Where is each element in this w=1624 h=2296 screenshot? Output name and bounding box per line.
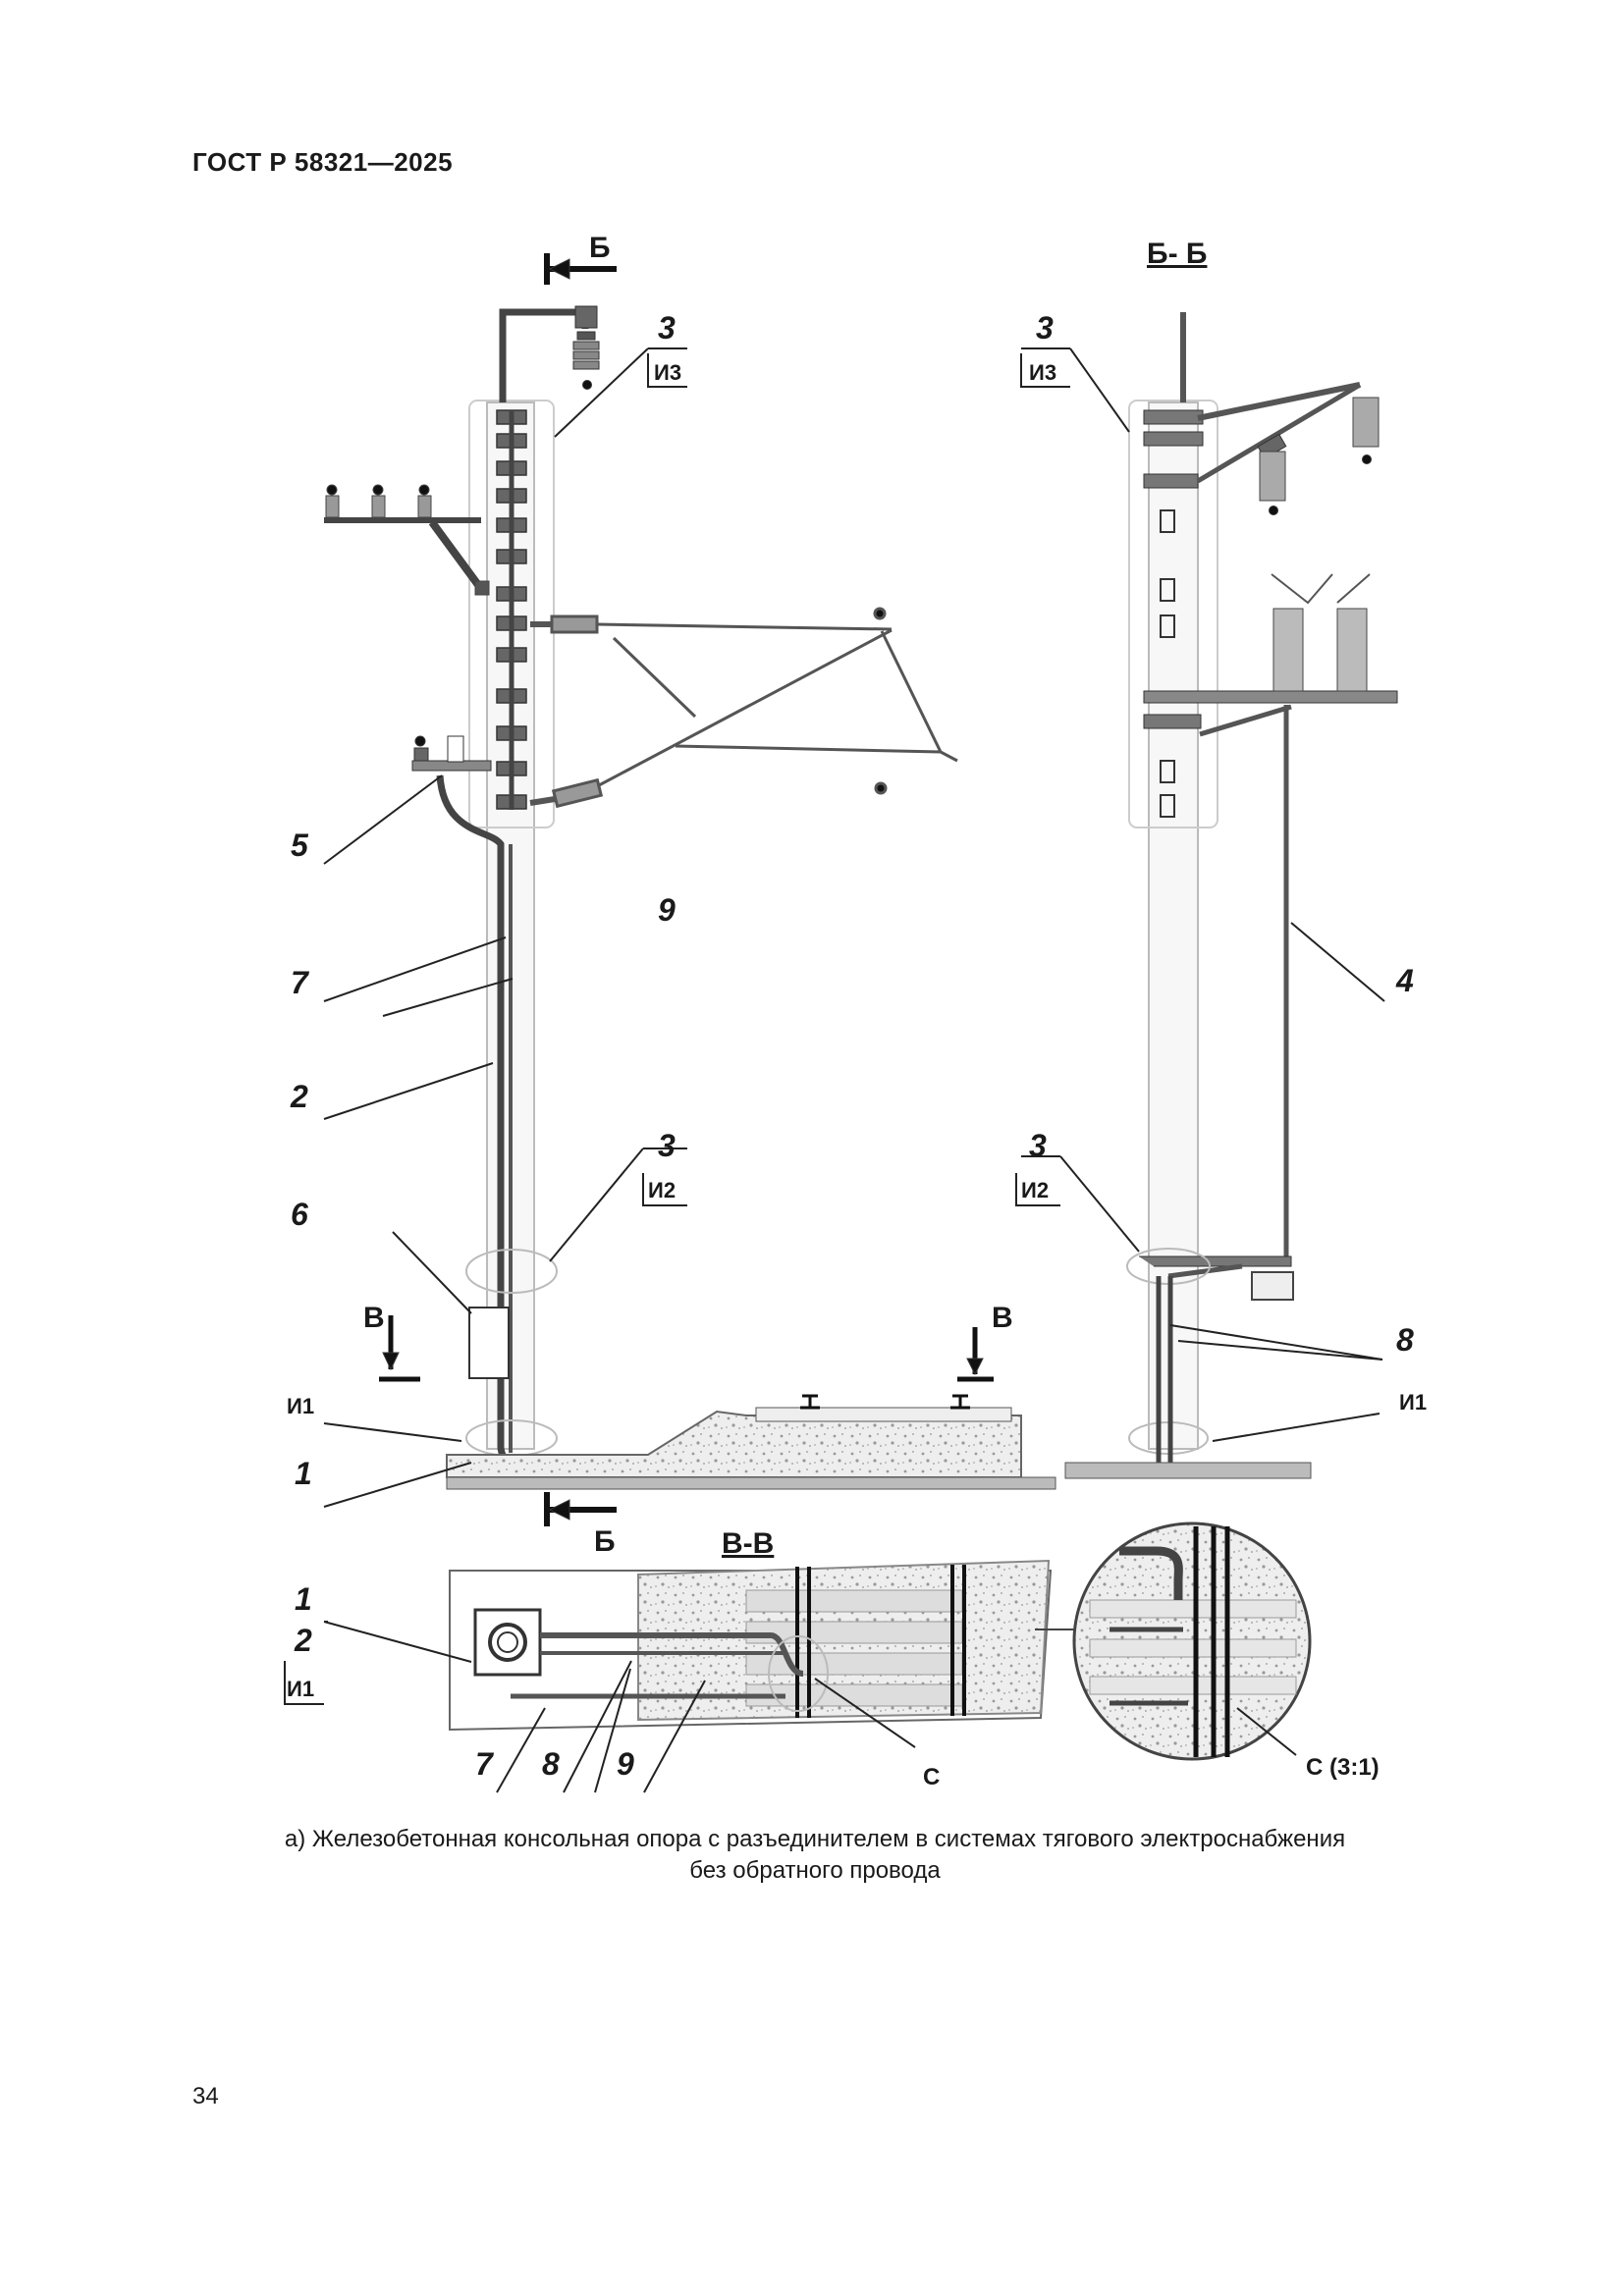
callout-1-plan: 1 — [295, 1581, 312, 1617]
callout-7: 7 — [291, 965, 310, 1000]
ground-box-6 — [468, 1307, 510, 1379]
callout-1: 1 — [295, 1456, 312, 1491]
bb-windows — [1160, 509, 1175, 818]
callout-9-plan: 9 — [617, 1746, 634, 1782]
crossarm-left — [324, 484, 490, 596]
pole-top-frame — [468, 400, 555, 828]
callout-3-i2-left: 3 — [658, 1128, 676, 1163]
tag-i1-right: И1 — [1399, 1390, 1427, 1415]
detail-c — [1072, 1522, 1312, 1761]
tag-i3-left: И3 — [654, 360, 681, 385]
callout-8-right: 8 — [1396, 1322, 1414, 1358]
callout-8-plan: 8 — [542, 1746, 560, 1782]
callout-4: 4 — [1395, 963, 1414, 998]
section-bb-title: Б- Б — [1147, 238, 1207, 270]
left-pole-view — [324, 253, 1056, 1526]
callout-7-plan: 7 — [475, 1746, 495, 1782]
base-plate — [473, 1608, 542, 1677]
leaders-right — [1021, 347, 1385, 1442]
top-insulator — [572, 331, 600, 390]
rail-left — [800, 1394, 820, 1410]
callout-3-i2-right: 3 — [1029, 1128, 1047, 1163]
cut-b-top: Б — [589, 232, 611, 264]
cut-v-left: В — [363, 1302, 385, 1334]
leaders-left — [323, 347, 687, 1508]
callout-3-i3-right: 3 — [1036, 310, 1054, 346]
page-number: 34 — [192, 2083, 219, 2109]
callout-9: 9 — [658, 892, 676, 928]
bb-insulator-2 — [1259, 451, 1286, 515]
caption-line-1: а) Железобетонная консольная опора с раз… — [284, 1826, 1346, 1852]
tag-i2-left: И2 — [648, 1178, 676, 1202]
leaders-plan — [323, 1621, 1297, 1793]
bb-insulator-1 — [1352, 397, 1380, 464]
rail-right — [950, 1394, 970, 1410]
tag-i2-right: И2 — [1021, 1178, 1049, 1202]
tag-i3-right: И3 — [1029, 360, 1056, 385]
cut-v-right: В — [992, 1302, 1013, 1334]
cut-b-bottom: Б — [594, 1525, 616, 1558]
callout-6: 6 — [291, 1197, 308, 1232]
callout-2: 2 — [290, 1079, 308, 1114]
cantilever — [529, 607, 958, 809]
ballast-profile — [446, 1410, 1022, 1478]
detail-c-scale-label: С (3:1) — [1306, 1754, 1380, 1781]
section-vv-title: В-В — [722, 1527, 774, 1560]
callout-2-plan: 2 — [294, 1623, 312, 1658]
tag-i1-left: И1 — [287, 1394, 314, 1418]
caption-line-2: без обратного провода — [689, 1857, 941, 1884]
bb-disconnector-insulators — [1271, 573, 1371, 692]
figure-caption: а) Железобетонная консольная опора с раз… — [245, 1824, 1384, 1887]
plan-view-vv — [449, 1551, 1147, 1732]
tag-i1-plan: И1 — [287, 1677, 314, 1701]
detail-c-label: С — [923, 1764, 940, 1790]
disconnector-drive — [411, 735, 492, 772]
section-bb-view — [1064, 312, 1398, 1479]
callout-3-i3-left: 3 — [658, 310, 676, 346]
callout-5: 5 — [291, 828, 309, 863]
document-header: ГОСТ Р 58321—2025 — [192, 147, 454, 177]
